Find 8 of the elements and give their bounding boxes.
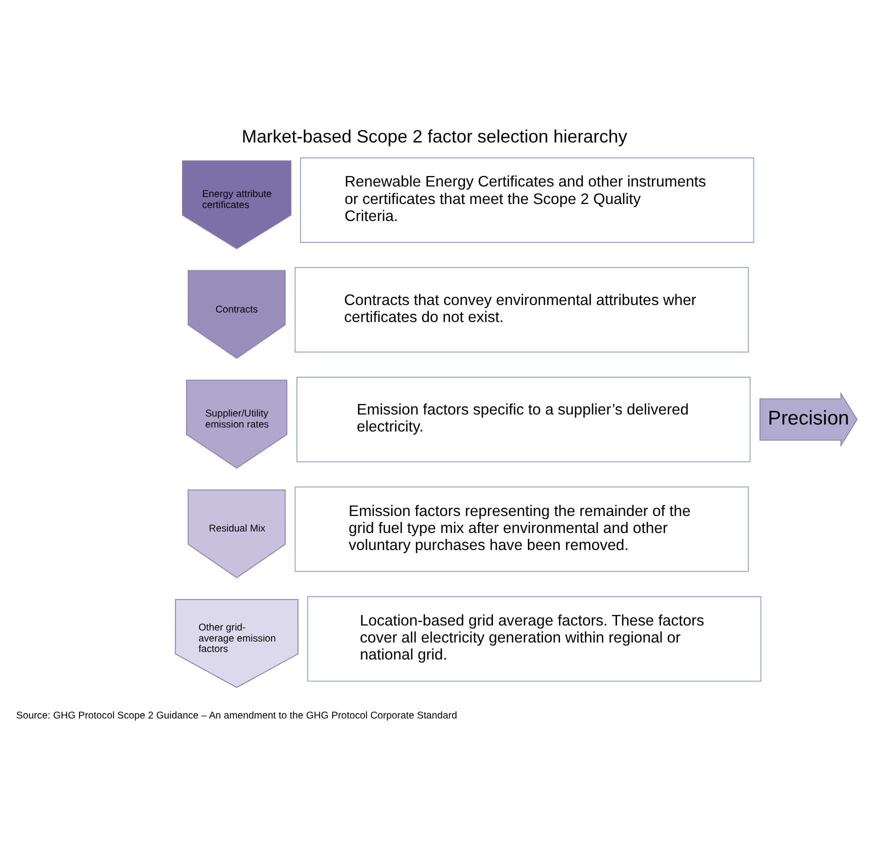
node-box: Emission factors representing the remainder of the grid fuel type mix after environmental and other voluntary purchases have been removed. (294, 486, 749, 572)
node-box: Emission factors specific to a supplier’s delivered electricity. (296, 376, 751, 462)
node-box: Location-based grid average factors. These factors cover all electricity generation within regional or national grid. (307, 596, 762, 682)
diagram-title: Market-based Scope 2 factor selection hierarchy (242, 126, 628, 147)
node-box: Renewable Energy Certificates and other instruments or certificates that meet the Scope 2 Quality Criteria. (300, 157, 754, 243)
label: Precision (768, 408, 850, 430)
node-box: Contracts that convey environmental attributes wher certificates do not exist. (294, 267, 749, 353)
caption: Source: GHG Protocol Scope 2 Guidance – An amendment to the GHG Protocol Corporate Standard (16, 710, 458, 722)
